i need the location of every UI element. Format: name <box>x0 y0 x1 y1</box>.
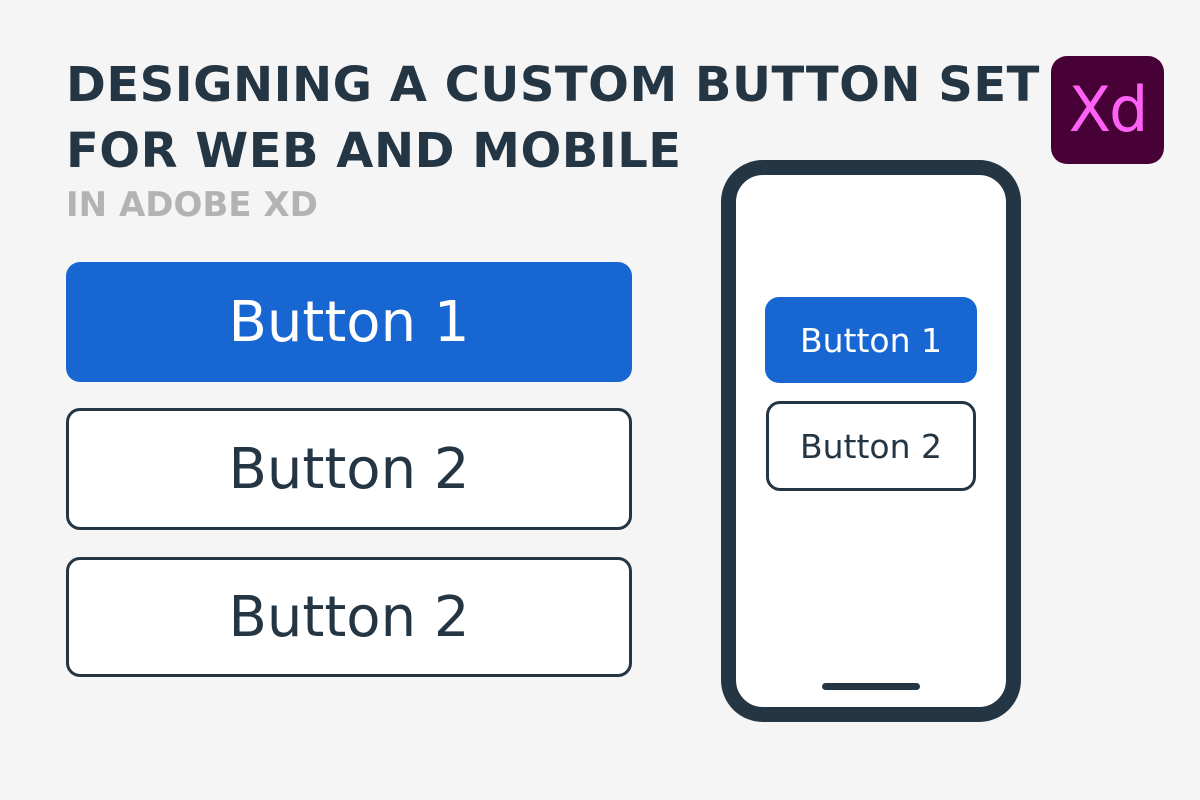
web-button-1[interactable]: Button 1 <box>66 262 632 382</box>
web-button-2[interactable]: Button 2 <box>66 408 632 530</box>
web-button-3[interactable]: Button 2 <box>66 557 632 677</box>
headline-line-1: DESIGNING A CUSTOM BUTTON SET <box>66 57 1040 113</box>
mobile-button-2[interactable]: Button 2 <box>766 401 976 491</box>
headline-line-2: FOR WEB AND MOBILE <box>66 123 682 179</box>
subtitle: IN ADOBE XD <box>66 185 318 225</box>
mobile-button-1[interactable]: Button 1 <box>765 297 977 383</box>
headline: DESIGNING A CUSTOM BUTTON SET FOR WEB AN… <box>66 52 1046 184</box>
phone-home-indicator <box>822 683 920 690</box>
adobe-xd-logo-icon: Xd <box>1051 56 1164 164</box>
adobe-xd-logo-text: Xd <box>1068 73 1149 146</box>
